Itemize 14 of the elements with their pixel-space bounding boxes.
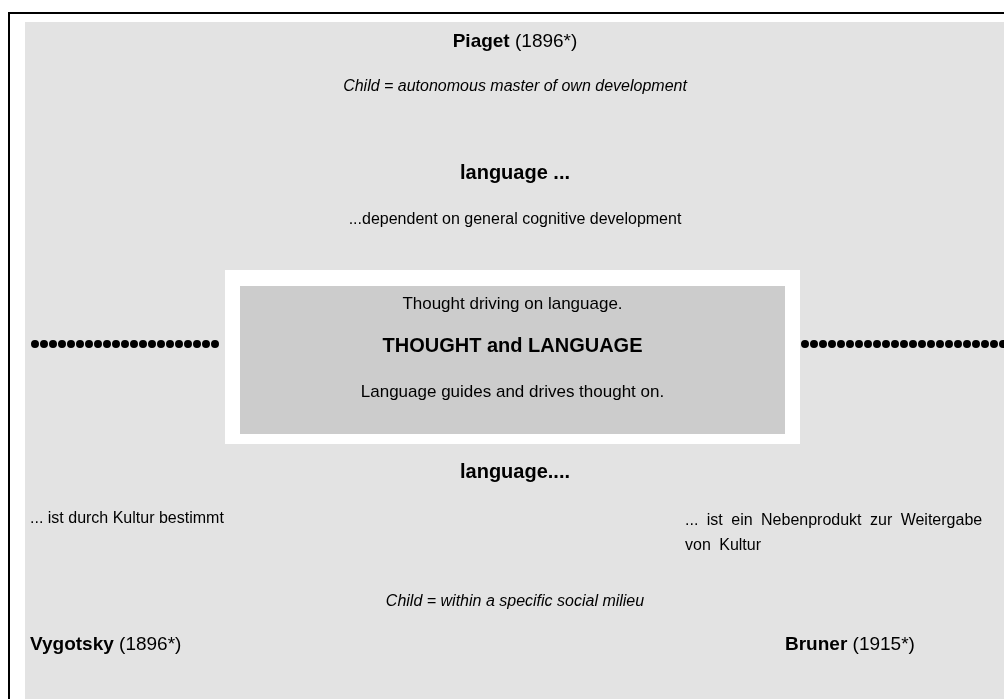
section-heading: language ... xyxy=(460,160,570,184)
note-text: ... ist durch Kultur bestimmt xyxy=(30,508,224,528)
node-title: THOUGHT and LANGUAGE xyxy=(381,333,644,357)
section-heading: language.... xyxy=(460,459,570,483)
note-text: Child = autonomous master of own development xyxy=(343,76,687,96)
node-text: Language guides and drives thought on. xyxy=(359,382,666,403)
note-text: ...dependent on general cognitive development xyxy=(348,209,682,229)
author-heading: Bruner (1915*) xyxy=(785,633,915,656)
author-heading: Piaget (1896*) xyxy=(452,30,578,53)
author-heading: Vygotsky (1896*) xyxy=(30,633,182,656)
node-text: Thought driving on language. xyxy=(401,294,624,315)
central-box xyxy=(240,286,785,434)
note-text: ... ist ein Nebenprodukt zur Weitergabe von Kultur xyxy=(685,510,984,555)
note-text: Child = within a specific social milieu xyxy=(385,591,645,611)
